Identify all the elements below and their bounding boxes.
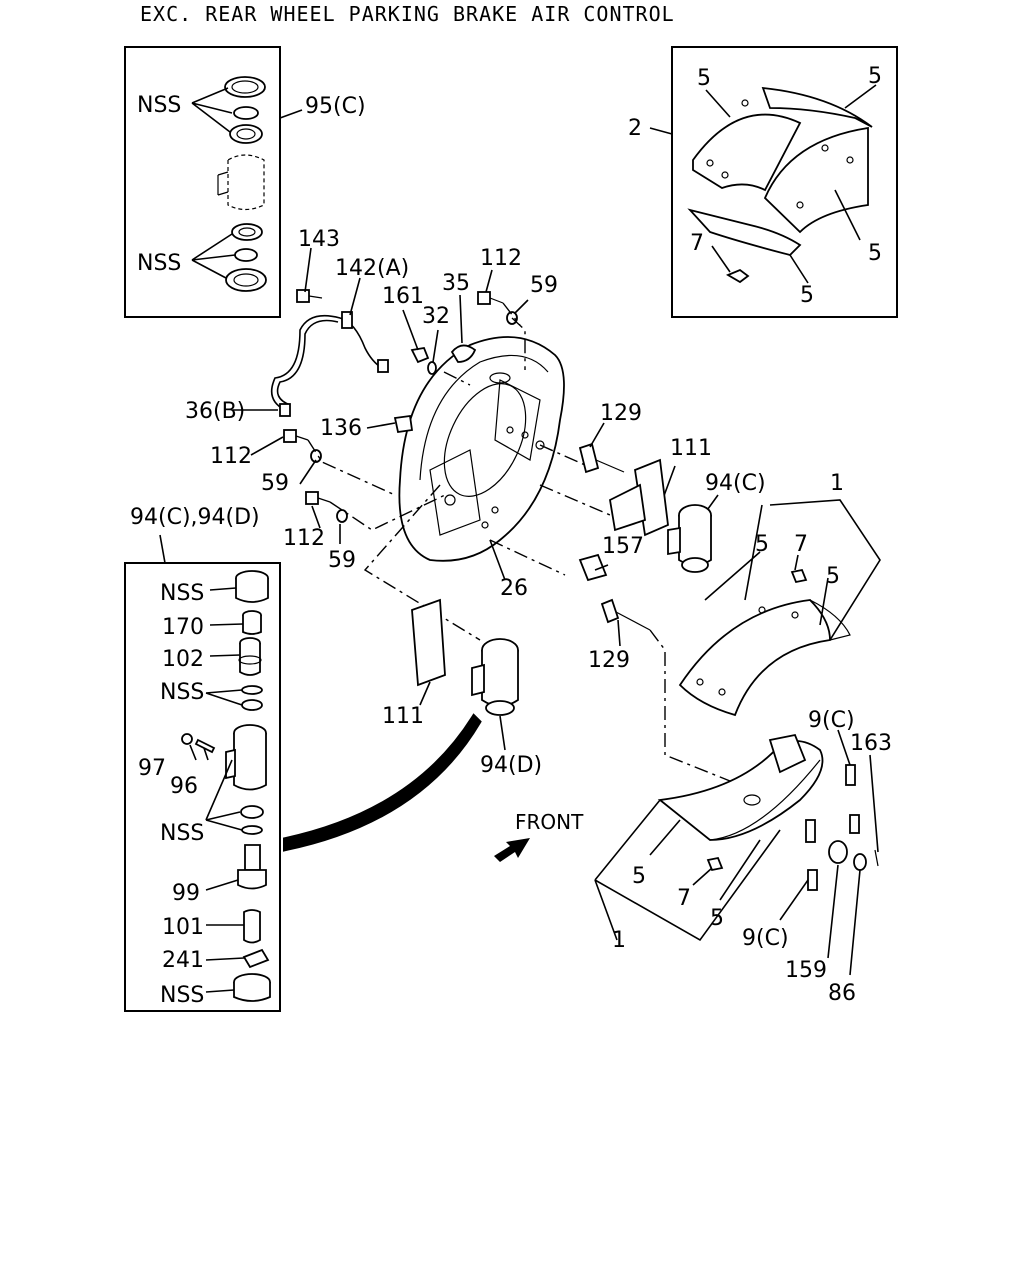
label-nss-f: NSS bbox=[160, 983, 204, 1008]
label-112c: 112 bbox=[283, 526, 325, 551]
label-99: 99 bbox=[172, 881, 200, 906]
label-136: 136 bbox=[320, 416, 362, 441]
label-5h: 5 bbox=[710, 906, 724, 931]
label-112b: 112 bbox=[210, 444, 252, 469]
label-nss-c: NSS bbox=[160, 581, 204, 606]
label-1a: 1 bbox=[830, 471, 844, 496]
label-94cd: 94(C),94(D) bbox=[130, 505, 260, 530]
label-36b: 36(B) bbox=[185, 399, 245, 424]
brake-pipe bbox=[270, 314, 383, 411]
label-59a: 59 bbox=[530, 273, 558, 298]
label-159: 159 bbox=[785, 958, 827, 983]
label-1b: 1 bbox=[612, 928, 626, 953]
label-nss-d: NSS bbox=[160, 680, 204, 705]
label-32: 32 bbox=[422, 304, 450, 329]
label-157: 157 bbox=[602, 534, 644, 559]
wheel-cylinder-94c bbox=[667, 504, 712, 573]
label-nss-b: NSS bbox=[137, 251, 181, 276]
label-9c-a: 9(C) bbox=[808, 708, 855, 733]
page-title: EXC. REAR WHEEL PARKING BRAKE AIR CONTRO… bbox=[140, 2, 675, 26]
label-26: 26 bbox=[500, 576, 528, 601]
label-7a: 7 bbox=[690, 231, 704, 256]
label-front: FRONT bbox=[515, 810, 584, 834]
label-170: 170 bbox=[162, 615, 204, 640]
front-arrow-icon bbox=[494, 838, 530, 862]
label-129a: 129 bbox=[600, 401, 642, 426]
label-5g: 5 bbox=[632, 864, 646, 889]
label-7b: 7 bbox=[794, 532, 808, 557]
inset-94cd bbox=[124, 562, 281, 1012]
label-9c-b: 9(C) bbox=[742, 926, 789, 951]
label-101: 101 bbox=[162, 915, 204, 940]
label-5e: 5 bbox=[755, 532, 769, 557]
label-111b: 111 bbox=[382, 704, 424, 729]
inset-95c bbox=[124, 46, 303, 318]
backing-plate bbox=[398, 336, 565, 562]
inset-linings bbox=[649, 46, 898, 318]
label-102: 102 bbox=[162, 647, 204, 672]
label-7c: 7 bbox=[677, 886, 691, 911]
label-5b: 5 bbox=[868, 64, 882, 89]
label-5c: 5 bbox=[868, 241, 882, 266]
label-5f: 5 bbox=[826, 564, 840, 589]
label-129b: 129 bbox=[588, 648, 630, 673]
wheel-cylinder-94d bbox=[471, 638, 519, 751]
label-95c: 95(C) bbox=[305, 94, 366, 119]
label-163: 163 bbox=[850, 731, 892, 756]
label-35: 35 bbox=[442, 271, 470, 296]
callout-arrow bbox=[283, 713, 482, 852]
label-86: 86 bbox=[828, 981, 856, 1006]
label-94c: 94(C) bbox=[705, 471, 766, 496]
label-59c: 59 bbox=[328, 548, 356, 573]
gasket-111-lower bbox=[411, 598, 446, 687]
label-111a: 111 bbox=[670, 436, 712, 461]
label-161: 161 bbox=[382, 284, 424, 309]
label-241: 241 bbox=[162, 948, 204, 973]
label-59b: 59 bbox=[261, 471, 289, 496]
label-nss-e: NSS bbox=[160, 821, 204, 846]
label-112a: 112 bbox=[480, 246, 522, 271]
brake-shoe-lower bbox=[594, 733, 824, 942]
label-5d: 5 bbox=[800, 283, 814, 308]
label-2: 2 bbox=[628, 116, 642, 141]
label-5a: 5 bbox=[697, 66, 711, 91]
label-nss-a: NSS bbox=[137, 93, 181, 118]
brake-shoe-upper bbox=[678, 499, 881, 717]
label-143: 143 bbox=[298, 227, 340, 252]
label-94d: 94(D) bbox=[480, 753, 542, 778]
label-97: 97 bbox=[138, 756, 166, 781]
bolts bbox=[283, 289, 651, 631]
hardware-9c-159-86 bbox=[779, 729, 879, 976]
label-96: 96 bbox=[170, 774, 198, 799]
label-142a: 142(A) bbox=[335, 256, 409, 281]
